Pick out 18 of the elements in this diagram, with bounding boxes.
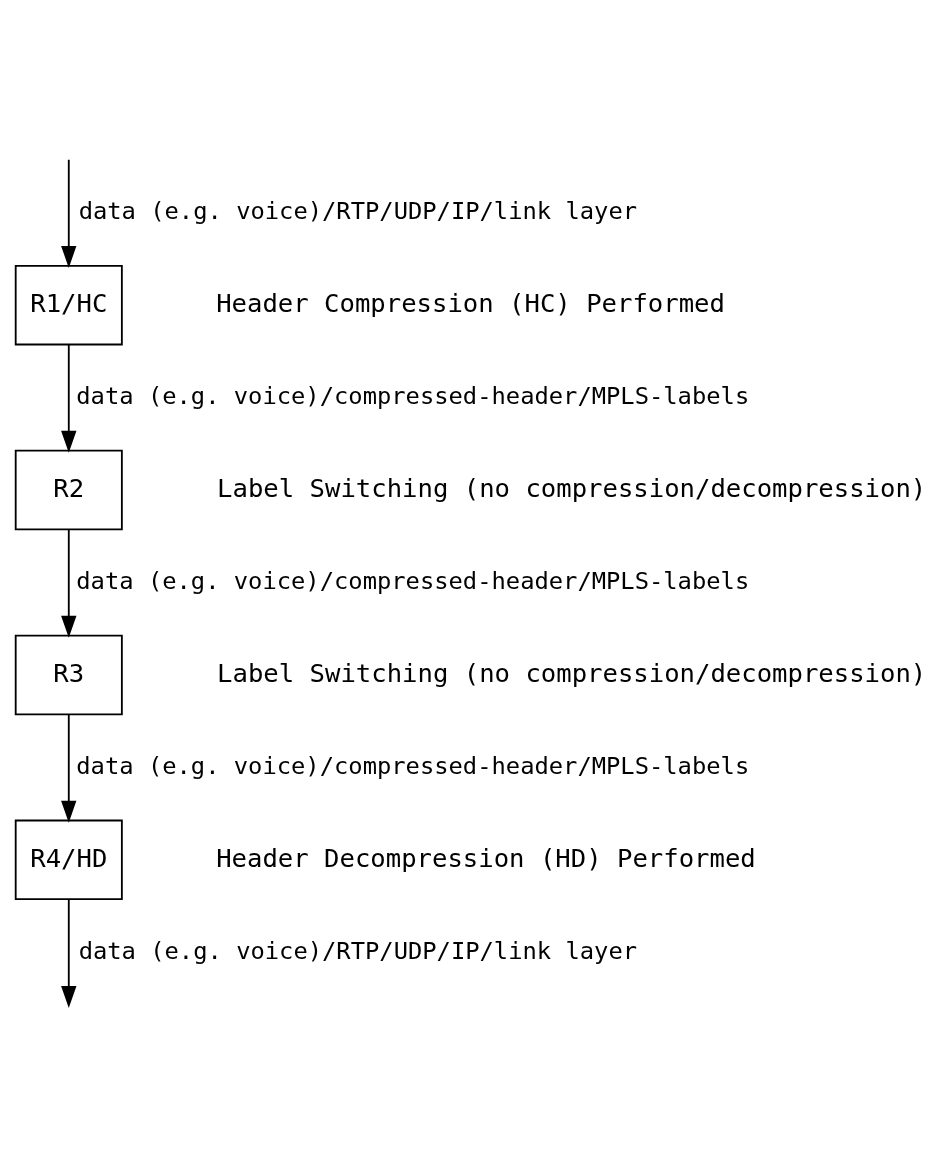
edge-label: data (e.g. voice)/compressed-header/MPLS-labels: [76, 751, 750, 780]
edge-label: data (e.g. voice)/compressed-header/MPLS-labels: [76, 566, 750, 595]
arrow: [61, 713, 77, 823]
node-box: R1/HC: [14, 264, 123, 346]
arrow: [61, 343, 77, 453]
node-box: R4/HD: [14, 819, 123, 901]
node-box: R2: [14, 449, 123, 531]
edge-label: data (e.g. voice)/compressed-header/MPLS-labels: [76, 381, 750, 410]
arrow: [61, 528, 77, 638]
arrow: [61, 158, 77, 268]
edge-label: data (e.g. voice)/RTP/UDP/IP/link layer: [78, 196, 638, 225]
node-label: Header Decompression (HD) Performed: [216, 842, 756, 873]
node-box: R3: [14, 634, 123, 716]
node-label: Label Switching (no compression/decompression): [217, 472, 927, 503]
arrow: [61, 898, 77, 1008]
edge-label: data (e.g. voice)/RTP/UDP/IP/link layer: [78, 936, 638, 965]
node-label: Label Switching (no compression/decompression): [217, 657, 927, 688]
node-label: Header Compression (HC) Performed: [216, 287, 725, 318]
